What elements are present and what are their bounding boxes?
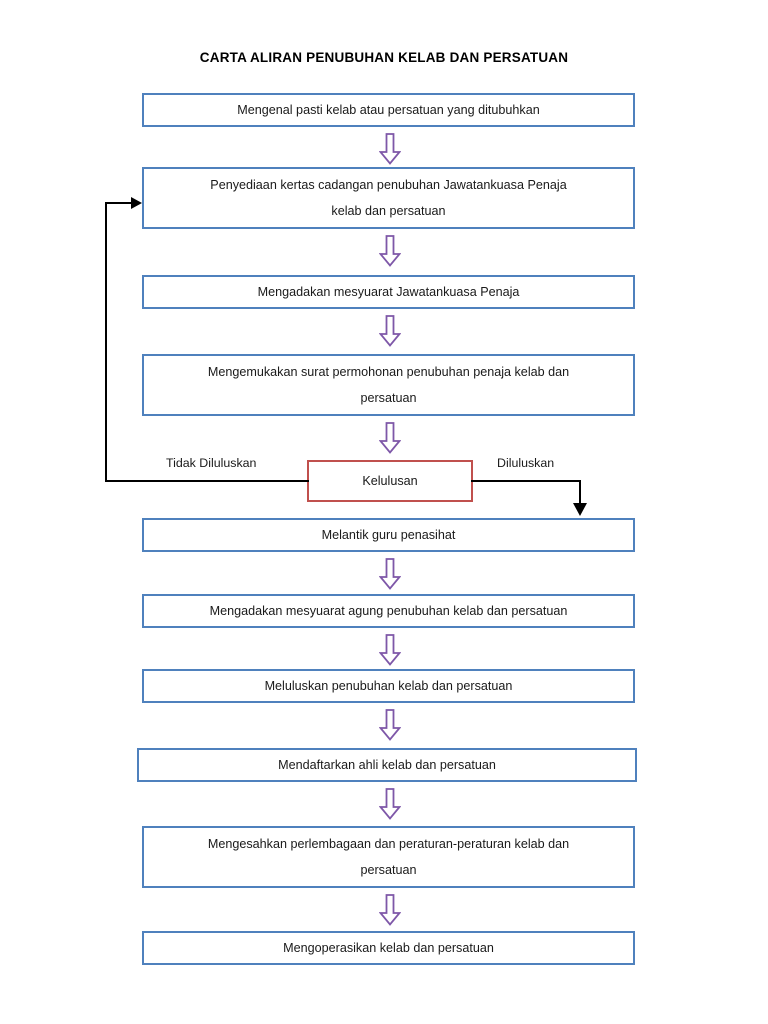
connector-approve-horizontal (471, 480, 581, 482)
node-label: Mengadakan mesyuarat Jawatankuasa Penaja (257, 285, 520, 299)
down-block-arrow-icon (379, 235, 401, 267)
down-block-arrow-icon (379, 315, 401, 347)
branch-label-reject: Tidak Diluluskan (166, 456, 257, 470)
node-label: Meluluskan penubuhan kelab dan persatuan (264, 679, 513, 693)
node-label: Melantik guru penasihat (321, 528, 456, 542)
node-label: Mengenal pasti kelab atau persatuan yang… (237, 103, 540, 117)
node-label: Kelulusan (362, 474, 418, 488)
connector-reject-horizontal-top (105, 202, 136, 204)
connector-reject-vertical (105, 202, 107, 482)
node-label: Mengesahkan perlembagaan dan peraturan-p… (207, 837, 570, 877)
down-block-arrow-icon (379, 634, 401, 666)
page-title: CARTA ALIRAN PENUBUHAN KELAB DAN PERSATU… (199, 50, 569, 65)
flowchart-node-n6[interactable]: Melantik guru penasihat (142, 518, 635, 552)
down-block-arrow-icon (379, 422, 401, 454)
arrowhead-into-n6-icon (573, 503, 587, 516)
node-label: Mengadakan mesyuarat agung penubuhan kel… (209, 604, 568, 618)
connector-reject-horizontal-bottom (105, 480, 309, 482)
flowchart-node-n3[interactable]: Mengadakan mesyuarat Jawatankuasa Penaja (142, 275, 635, 309)
flowchart-node-n5-decision[interactable]: Kelulusan (307, 460, 473, 502)
flowchart-node-n10[interactable]: Mengesahkan perlembagaan dan peraturan-p… (142, 826, 635, 888)
flowchart-node-n2[interactable]: Penyediaan kertas cadangan penubuhan Jaw… (142, 167, 635, 229)
down-block-arrow-icon (379, 133, 401, 165)
flowchart-node-n8[interactable]: Meluluskan penubuhan kelab dan persatuan (142, 669, 635, 703)
arrowhead-into-n2-icon (131, 197, 142, 209)
branch-label-approve: Diluluskan (497, 456, 555, 470)
node-label: Mendaftarkan ahli kelab dan persatuan (278, 758, 496, 772)
down-block-arrow-icon (379, 709, 401, 741)
flowchart-node-n4[interactable]: Mengemukakan surat permohonan penubuhan … (142, 354, 635, 416)
down-block-arrow-icon (379, 894, 401, 926)
flowchart-node-n1[interactable]: Mengenal pasti kelab atau persatuan yang… (142, 93, 635, 127)
node-label: Mengoperasikan kelab dan persatuan (283, 941, 494, 955)
connector-approve-vertical (579, 480, 581, 507)
flowchart-node-n9[interactable]: Mendaftarkan ahli kelab dan persatuan (137, 748, 637, 782)
node-label: Mengemukakan surat permohonan penubuhan … (207, 365, 570, 405)
flowchart-node-n11[interactable]: Mengoperasikan kelab dan persatuan (142, 931, 635, 965)
node-label: Penyediaan kertas cadangan penubuhan Jaw… (210, 178, 567, 218)
down-block-arrow-icon (379, 788, 401, 820)
down-block-arrow-icon (379, 558, 401, 590)
flowchart-node-n7[interactable]: Mengadakan mesyuarat agung penubuhan kel… (142, 594, 635, 628)
